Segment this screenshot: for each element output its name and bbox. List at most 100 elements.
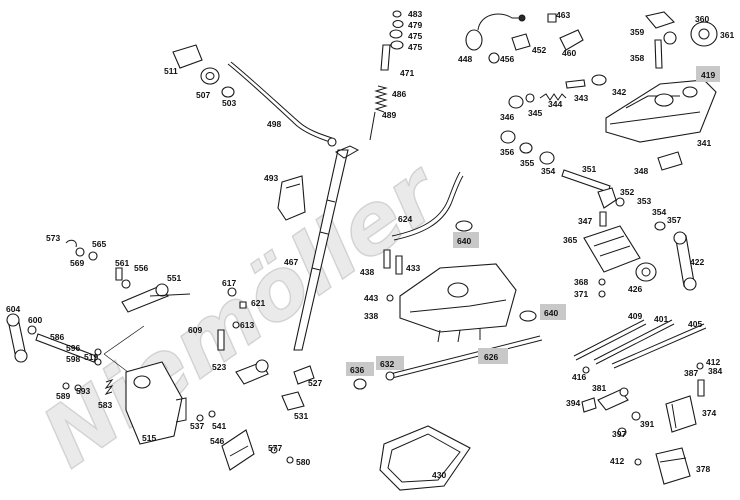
part-556-washer — [121, 279, 131, 289]
part-604-lever — [6, 313, 28, 363]
label-426: 426 — [628, 284, 642, 294]
part-489-bolt — [369, 111, 376, 141]
label-401: 401 — [654, 314, 668, 324]
label-556: 556 — [134, 263, 148, 273]
part-374-fork — [665, 395, 697, 433]
part-438-bolt — [383, 249, 391, 269]
part-345-ring — [525, 93, 535, 103]
label-577: 577 — [268, 443, 282, 453]
label-583: 583 — [98, 400, 112, 410]
label-452: 452 — [532, 45, 546, 55]
part-624-rod — [391, 171, 464, 241]
label-412b: 412 — [610, 456, 624, 466]
label-600: 600 — [28, 315, 42, 325]
label-456: 456 — [500, 54, 514, 64]
part-365-plate — [583, 225, 641, 273]
part-519-leaders — [103, 325, 145, 373]
label-561: 561 — [115, 258, 129, 268]
part-360-lever — [644, 11, 676, 29]
part-358-shaft — [654, 39, 663, 69]
part-443-washer — [386, 294, 394, 302]
part-448-sensor — [465, 13, 526, 51]
part-580-washer — [286, 456, 294, 464]
label-604: 604 — [6, 304, 20, 314]
label-565: 565 — [92, 239, 106, 249]
label-523: 523 — [212, 362, 226, 372]
label-344: 344 — [548, 99, 562, 109]
part-515-housing — [125, 361, 187, 445]
label-433: 433 — [406, 263, 420, 273]
label-632: 632 — [380, 359, 394, 369]
part-586-rod — [35, 333, 97, 363]
part-341-housing — [605, 79, 717, 143]
label-471: 471 — [400, 68, 414, 78]
part-577-washer — [270, 446, 278, 454]
part-626-rod — [389, 335, 543, 379]
part-347-bolt — [599, 211, 607, 227]
part-348-block — [657, 151, 683, 171]
label-387: 387 — [684, 368, 698, 378]
label-609: 609 — [188, 325, 202, 335]
label-636: 636 — [350, 365, 364, 375]
label-394: 394 — [566, 398, 580, 408]
part-640-washer-bottom — [519, 310, 537, 322]
part-561-bolt — [115, 267, 123, 281]
part-391-washer — [631, 411, 641, 421]
part-422-link — [673, 231, 697, 291]
part-354-cap — [539, 151, 555, 165]
label-342: 342 — [612, 87, 626, 97]
label-596: 596 — [66, 343, 80, 353]
highlight-636 — [346, 362, 374, 376]
part-397-washer — [617, 427, 627, 437]
part-593-nut — [74, 384, 82, 392]
label-361: 361 — [720, 30, 734, 40]
label-448: 448 — [458, 54, 472, 64]
label-598: 598 — [66, 354, 80, 364]
part-511-knob — [172, 44, 203, 69]
label-460: 460 — [562, 48, 576, 58]
label-626: 626 — [484, 352, 498, 362]
label-378: 378 — [696, 464, 710, 474]
label-354b: 354 — [652, 207, 666, 217]
part-632-nut — [385, 371, 395, 381]
part-368-washer — [598, 278, 606, 286]
label-624: 624 — [398, 214, 412, 224]
label-360: 360 — [695, 14, 709, 24]
part-463-bolt — [547, 13, 557, 23]
part-357-ring — [654, 221, 666, 231]
part-621-bolt — [239, 301, 247, 309]
label-621: 621 — [251, 298, 265, 308]
part-412-washer-a — [696, 362, 704, 370]
label-479: 479 — [408, 20, 422, 30]
highlight-419 — [696, 66, 720, 82]
part-498-rod — [227, 61, 337, 147]
label-358: 358 — [630, 53, 644, 63]
label-546: 546 — [210, 436, 224, 446]
label-365: 365 — [563, 235, 577, 245]
part-583-spring — [104, 379, 114, 395]
label-519: 519 — [84, 352, 98, 362]
part-600-washer — [27, 325, 37, 335]
label-438: 438 — [360, 267, 374, 277]
label-640b: 640 — [544, 308, 558, 318]
part-384-bolt — [697, 379, 705, 397]
label-419: 419 — [701, 70, 715, 80]
label-580: 580 — [296, 457, 310, 467]
label-503: 503 — [222, 98, 236, 108]
label-352: 352 — [620, 187, 634, 197]
part-405-rod — [611, 323, 707, 369]
part-569-ring — [75, 247, 85, 257]
label-348: 348 — [634, 166, 648, 176]
label-593: 593 — [76, 386, 90, 396]
label-467: 467 — [284, 257, 298, 267]
label-541: 541 — [212, 421, 226, 431]
part-596-washer — [94, 348, 102, 356]
part-460-bracket — [559, 29, 584, 51]
part-541-washer — [208, 410, 216, 418]
label-345: 345 — [528, 108, 542, 118]
label-586: 586 — [50, 332, 64, 342]
label-374: 374 — [702, 408, 716, 418]
part-381-fork — [597, 387, 629, 411]
label-409: 409 — [628, 311, 642, 321]
